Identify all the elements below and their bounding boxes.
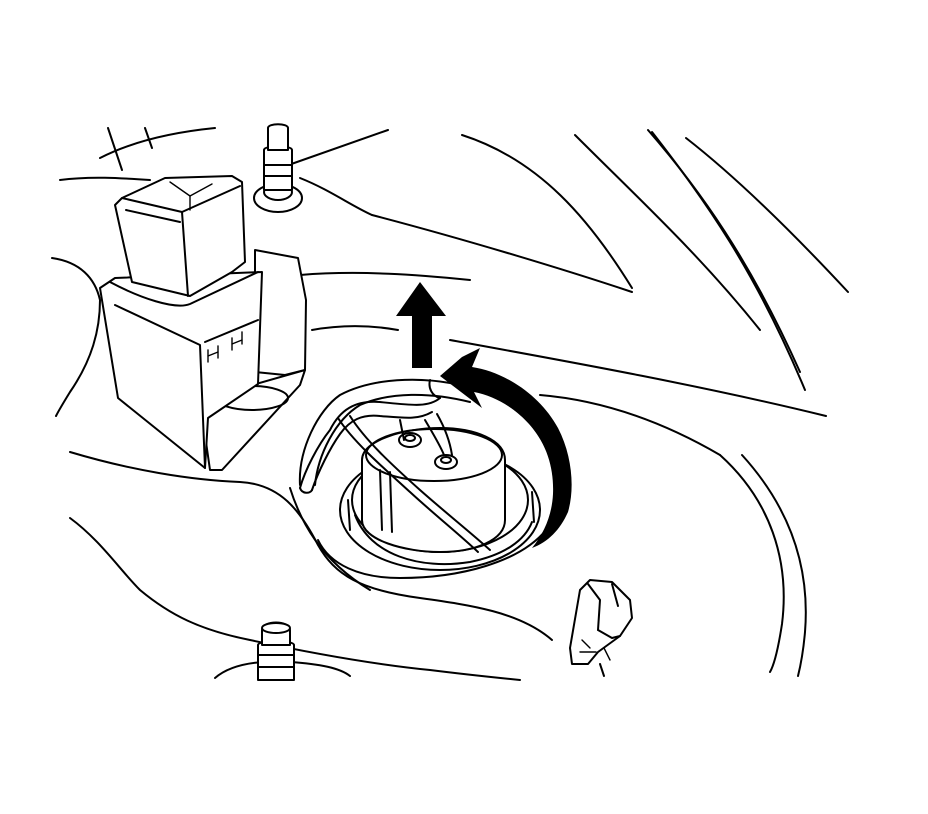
retaining-clip <box>569 579 633 677</box>
fender-curves <box>719 454 807 677</box>
connector-assembly <box>99 175 307 471</box>
body-panel-lines <box>59 127 849 456</box>
top-stud <box>253 123 303 213</box>
arrow-up-icon <box>396 282 446 368</box>
curved-arrow-counterclockwise-icon <box>440 348 572 548</box>
floor-contours <box>51 257 553 681</box>
bottom-stud <box>214 621 351 681</box>
